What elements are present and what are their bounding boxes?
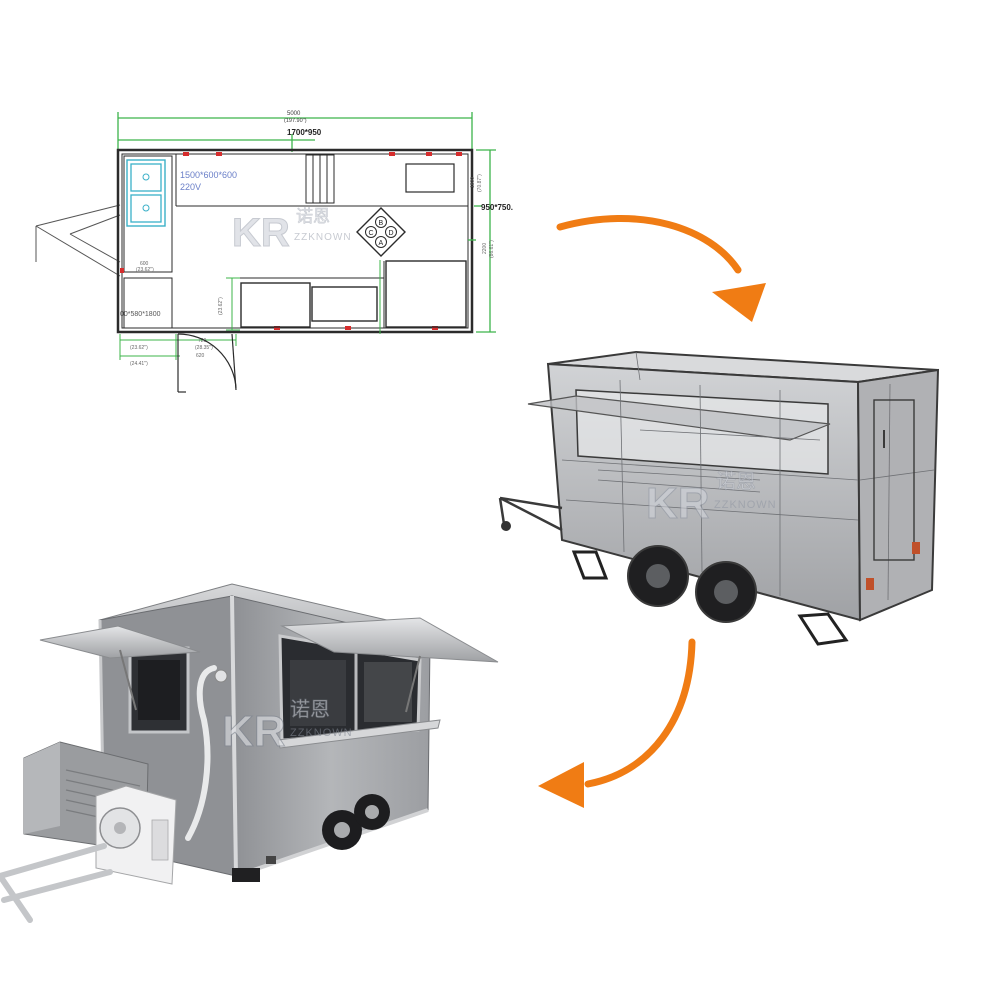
- bottom-dim-label-3: 720: [198, 338, 207, 344]
- 3d-wireframe-trailer: [498, 350, 940, 646]
- power-socket-markers: [120, 152, 462, 330]
- right-dim-label-4: (86.61''): [489, 240, 495, 258]
- watermark-product-cn: 诺恩: [290, 697, 330, 721]
- arrow-model-to-product: [538, 638, 696, 808]
- bottom-dim-label-5: 620: [196, 353, 205, 359]
- entry-door: [177, 333, 237, 393]
- right-dimensions: [468, 149, 496, 333]
- overall-width-label: 5000: [287, 111, 301, 117]
- tall-cabinet: [123, 277, 173, 329]
- brand-watermark: KR 诺恩 ZZKNOWN: [232, 207, 352, 256]
- right-dim-label-1: 1800: [470, 177, 476, 188]
- arrow-plan-to-model: [556, 215, 766, 322]
- right-dim-label-2: (70.87''): [477, 174, 483, 192]
- watermark-en: ZZKNOWN: [294, 232, 352, 243]
- stove-burner-layout: B C D A: [356, 207, 406, 257]
- floor-plan-drawing: 5000 (197.90'') 1700*950 1500*600*600 22…: [35, 111, 513, 393]
- voltage-label: 220V: [180, 182, 201, 192]
- watermark-product-en: ZZKNOWN: [290, 727, 353, 739]
- brand-watermark-model: KR 诺恩 ZZKNOWN: [646, 469, 777, 529]
- fryer-rack: [305, 154, 335, 204]
- left-dim-label-2: (23.62''): [136, 267, 154, 273]
- watermark-product-logo: KR: [222, 707, 286, 756]
- burner-label-d: D: [389, 230, 394, 237]
- trailer-outer-wall: [116, 148, 474, 334]
- double-sink: [123, 155, 173, 273]
- watermark-model-cn: 诺恩: [716, 469, 756, 493]
- equipment-size-label: 1500*600*600: [180, 170, 237, 180]
- watermark-cn: 诺恩: [296, 207, 330, 227]
- brand-watermark-product: KR 诺恩 ZZKNOWN: [222, 697, 353, 757]
- watermark-model-logo: KR: [646, 479, 710, 528]
- bottom-dimensions: [119, 260, 381, 360]
- burner-label-b: B: [379, 220, 384, 227]
- bottom-dim-label-4: (28.35''): [195, 345, 213, 351]
- counter-dim-label: (23.62''): [218, 297, 224, 315]
- watermark-logo: KR: [232, 211, 290, 255]
- bottom-dim-label-2: (24.41''): [130, 361, 148, 367]
- hitch-outline: [35, 204, 121, 277]
- left-dim-label-1: 600: [140, 261, 149, 267]
- griddle-unit: [405, 163, 455, 193]
- right-dim-label-3: 2200: [482, 243, 488, 254]
- door-position-label: 1700*950: [287, 128, 322, 137]
- window-size-label: 950*750.: [481, 203, 513, 212]
- overall-width-inch-label: (197.90''): [284, 118, 307, 124]
- watermark-model-en: ZZKNOWN: [714, 499, 777, 511]
- bottom-dim-label-1: (23.62''): [130, 345, 148, 351]
- burner-label-c: C: [369, 230, 374, 237]
- finished-food-trailer: [0, 583, 499, 923]
- burner-label-a: A: [379, 240, 384, 247]
- front-counter: [240, 260, 467, 328]
- cabinet-size-label: 00*580*1800: [120, 311, 161, 318]
